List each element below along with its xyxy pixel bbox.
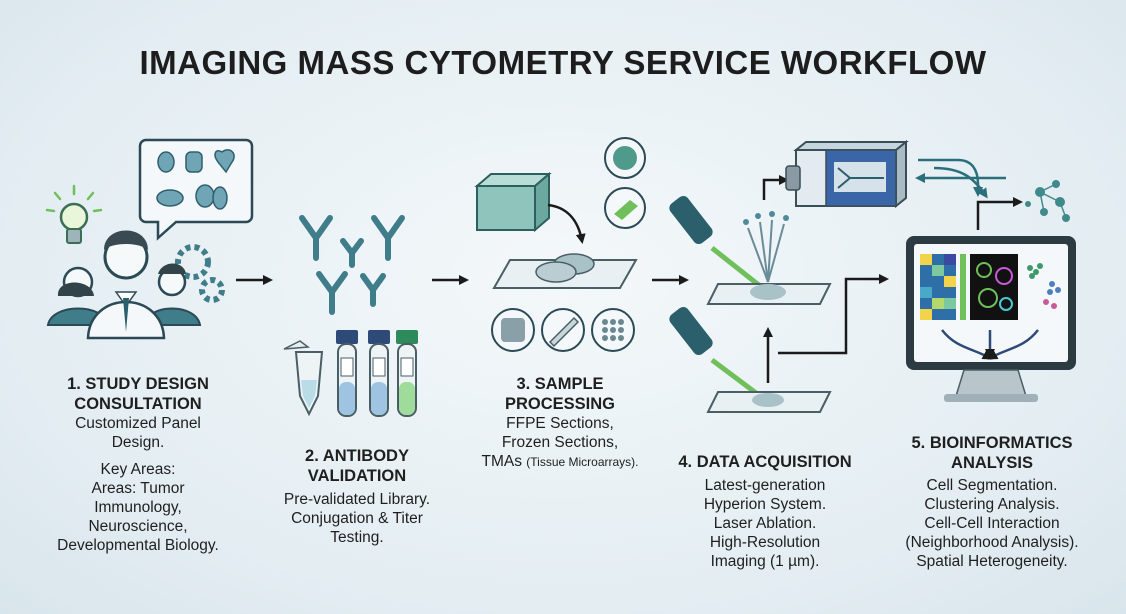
step-4-body-line-3: Laser Ablation.	[713, 515, 817, 532]
page-title: IMAGING MASS CYTOMETRY SERVICE WORKFLOW	[139, 44, 987, 81]
sample-tubes-icon	[283, 330, 418, 417]
step-5-body-line-1: Cell Segmentation.	[926, 477, 1058, 494]
step-4-block: 4. DATA ACQUISITION Latest-generation Hy…	[670, 452, 860, 571]
step-5-body-line-4: (Neighborhood Analysis).	[905, 534, 1079, 551]
step-3-heading-line-1: 3. SAMPLE	[516, 375, 604, 393]
step-2-heading-line-1: 2. ANTIBODY	[305, 447, 409, 465]
step-4-heading: 4. DATA ACQUISITION	[678, 453, 852, 471]
to-instrument-arrow	[762, 175, 789, 200]
heatmap-panel	[920, 254, 966, 320]
step-3-block: 3. SAMPLE PROCESSING FFPE Sections, Froz…	[462, 374, 658, 472]
step-5-body-line-5: Spatial Heterogeneity.	[916, 553, 1068, 570]
tissue-block-icon	[474, 171, 552, 233]
slide-bottom-icon	[706, 391, 832, 413]
step-2-body-line-1: Pre-validated Library.	[283, 491, 431, 508]
step-1-extra-line-3: Immunology,	[94, 499, 182, 516]
tissue-fragment-icon	[604, 187, 646, 229]
laser-bottom-icon	[669, 306, 762, 398]
hyperion-instrument-icon	[785, 139, 909, 209]
step-1-body-line-2: Design.	[111, 434, 165, 451]
slide-section-icon	[541, 308, 585, 352]
step-1-block: 1. STUDY DESIGN CONSULTATION Customized …	[38, 374, 238, 555]
step-2-body-line-2: Conjugation & Titer	[291, 510, 423, 527]
step-4-body-line-4: High-Resolution	[709, 534, 821, 551]
step-1-extra-line-2: Areas: Tumor	[91, 480, 185, 497]
step-3-tma-line: TMAs (Tissue Microarrays).	[462, 452, 658, 472]
step-3-heading-line-2: PROCESSING	[504, 395, 616, 413]
ffpe-section-icon	[491, 308, 535, 352]
step-1-body-line-1: Customized Panel	[75, 415, 201, 432]
antibodies-icon	[299, 215, 405, 315]
step-2-body-line-3: Testing.	[330, 529, 384, 546]
step-4-body-line-2: Hyperion System.	[703, 496, 827, 513]
tissue-slide-icon	[492, 253, 638, 289]
slide-top-icon	[706, 283, 832, 305]
frozen-section-icon	[604, 137, 646, 179]
step-2-heading-line-2: VALIDATION	[307, 467, 407, 485]
to-network-arrow	[976, 197, 1023, 230]
speech-bubble-organs-icon	[138, 138, 254, 241]
data-flow-arrows	[915, 158, 1006, 199]
cluster-scatter-panel	[1027, 263, 1061, 309]
step-1-extra-line-4: Neuroscience,	[88, 518, 188, 535]
step-1-extra-line-1: Key Areas:	[100, 461, 176, 478]
lightbulb-icon	[45, 184, 103, 244]
analysis-monitor-icon	[906, 236, 1076, 402]
tissue-microarray-icon	[591, 308, 635, 352]
step-4-body-line-1: Latest-generation	[704, 477, 826, 494]
step-5-body-line-3: Cell-Cell Interaction	[924, 515, 1060, 532]
consultation-people-icon	[46, 230, 202, 340]
step-3-tma-note: (Tissue Microarrays).	[526, 455, 639, 469]
step-5-body-line-2: Clustering Analysis.	[924, 496, 1060, 513]
step-1-extra-line-5: Developmental Biology.	[57, 537, 219, 554]
step-2-block: 2. ANTIBODY VALIDATION Pre-validated Lib…	[262, 446, 452, 547]
step-3-body-line-2: Frozen Sections,	[501, 434, 619, 451]
step-1-heading-line-1: 1. STUDY DESIGN	[67, 375, 209, 393]
laser-top-icon	[669, 195, 789, 288]
cluster-network-icon	[1025, 180, 1070, 222]
step-5-block: 5. BIOINFORMATICS ANALYSIS Cell Segmenta…	[880, 433, 1104, 571]
sectioning-arrow	[547, 203, 586, 244]
step-3-tma-main: TMAs	[481, 453, 522, 470]
step-4-body-line-5: Imaging (1 µm).	[710, 553, 820, 570]
step-3-body-line-1: FFPE Sections,	[506, 415, 614, 432]
step-5-heading-line-2: ANALYSIS	[951, 454, 1033, 472]
step-1-heading-line-2: CONSULTATION	[74, 395, 202, 413]
flow-arrow-4-5	[778, 274, 889, 355]
segmentation-panel	[970, 254, 1018, 320]
step-5-heading-line-1: 5. BIOINFORMATICS	[911, 434, 1073, 452]
gears-icon	[175, 244, 225, 303]
